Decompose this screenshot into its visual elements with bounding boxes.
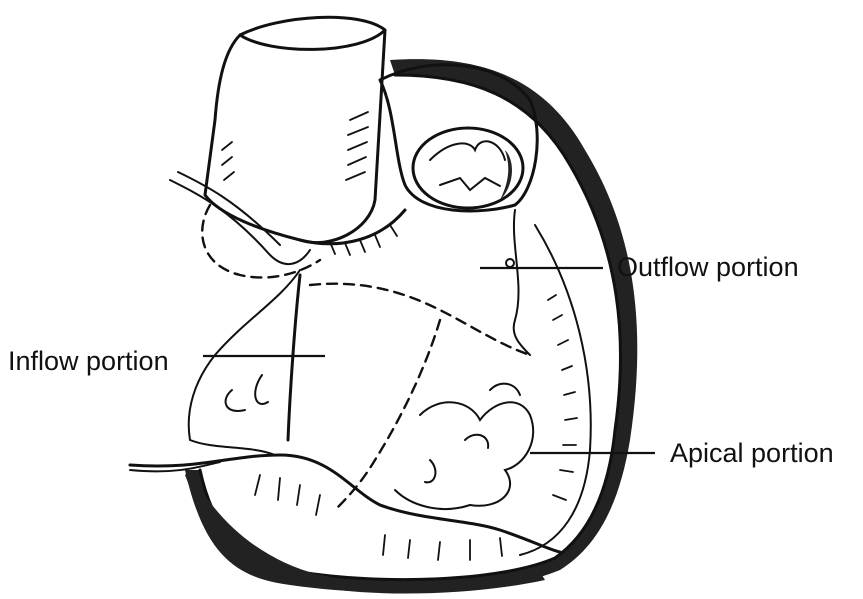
- outflow-dot: [506, 259, 514, 267]
- outflow-boundary: [310, 284, 530, 355]
- inflow-chamber: [189, 270, 300, 455]
- aorta-hatching: [222, 112, 368, 180]
- apical-trabecula-3: [425, 460, 435, 482]
- vena-cava-line: [170, 180, 310, 264]
- apical-trabeculation: [395, 402, 533, 509]
- inner-right-wall: [520, 225, 591, 555]
- apical-portion-label: Apical portion: [670, 440, 834, 467]
- aorta: [205, 17, 385, 242]
- bottom-hatching: [255, 475, 502, 560]
- valve-cusp-line: [430, 141, 505, 160]
- right-wall-hatching: [548, 295, 577, 500]
- apical-trabecula-2: [465, 435, 488, 448]
- vena-cava-line-2: [178, 172, 280, 245]
- septal-hatching: [330, 225, 397, 255]
- septal-band: [300, 210, 405, 244]
- pulmonary-valve: [413, 128, 523, 208]
- inflow-portion-label: Inflow portion: [8, 348, 169, 375]
- inflow-trabecula-2: [255, 375, 268, 404]
- valve-cusp-line-2: [440, 178, 500, 190]
- heart-outline: [200, 75, 621, 580]
- outflow-portion-label: Outflow portion: [617, 254, 799, 281]
- aorta-top-rim: [240, 30, 385, 49]
- papillary-line: [288, 275, 300, 440]
- apical-trabecula-4: [490, 384, 520, 395]
- inflow-trabecula: [226, 390, 245, 411]
- outflow-wall: [514, 210, 530, 355]
